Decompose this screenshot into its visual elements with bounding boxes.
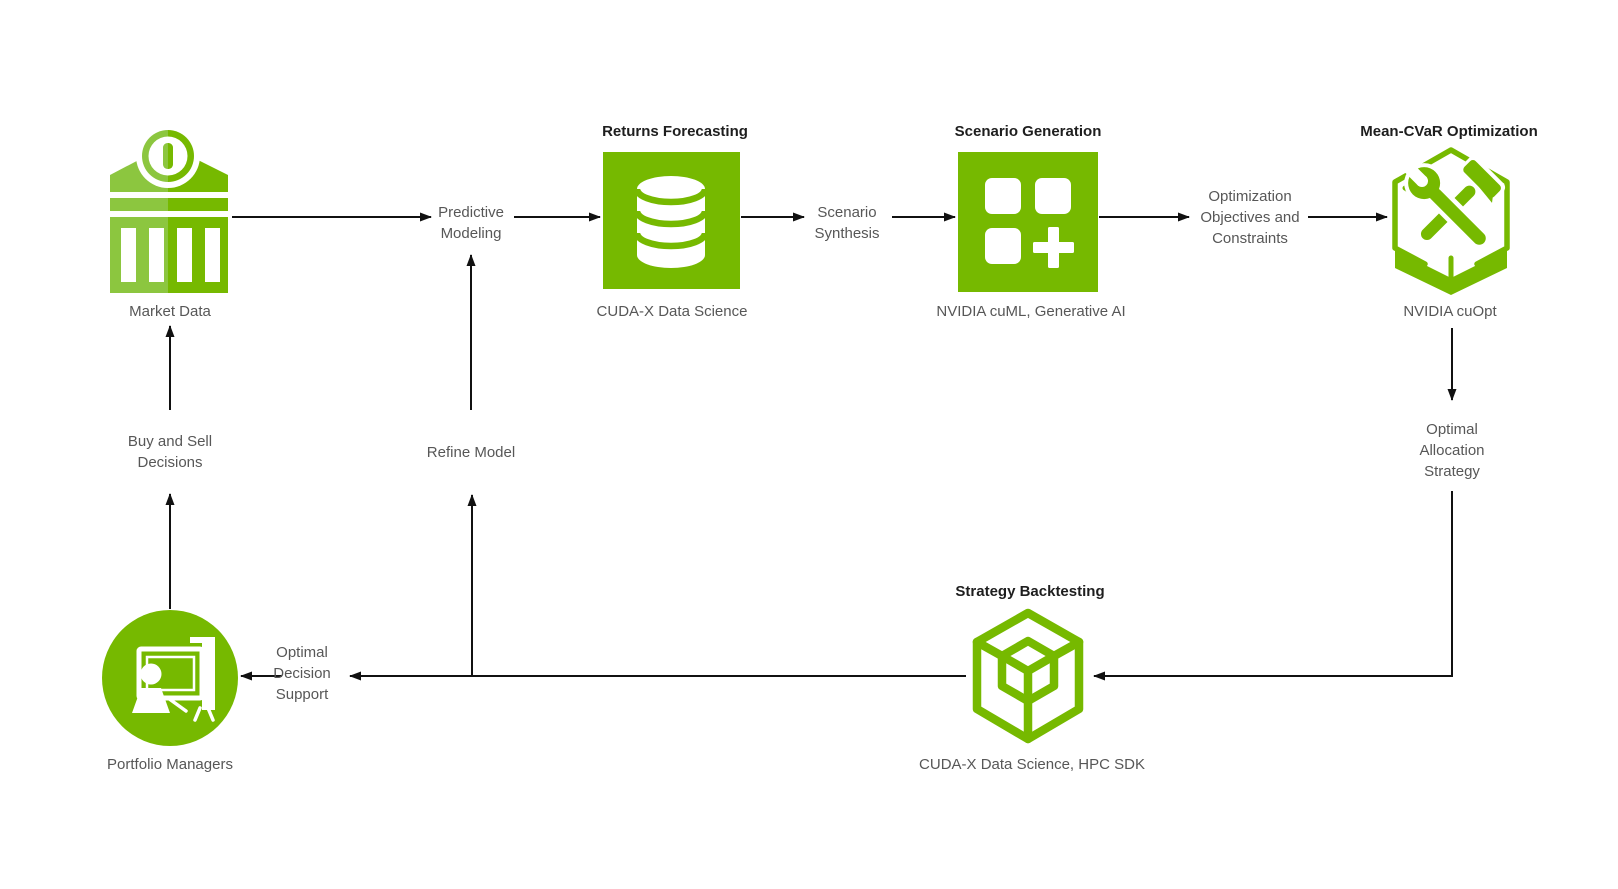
strategy-backtesting-subtitle: CUDA-X Data Science, HPC SDK <box>919 756 1145 773</box>
presenter-icon <box>102 610 238 746</box>
market-data-label: Market Data <box>129 303 211 320</box>
strategy-backtesting-title: Strategy Backtesting <box>955 583 1105 600</box>
refine-model-label: Refine Model <box>426 444 516 461</box>
database-icon <box>603 152 740 289</box>
wrench-hammer-hexagon-icon <box>1392 147 1510 295</box>
mean-cvar-subtitle: NVIDIA cuOpt <box>1403 303 1497 320</box>
portfolio-managers-label: Portfolio Managers <box>107 756 233 773</box>
bank-icon <box>110 128 228 293</box>
arrow-optimal-allocation-to-backtesting <box>1093 491 1453 681</box>
predictive-modeling-label: Predictive Modeling <box>438 204 504 242</box>
mean-cvar-title: Mean-CVaR Optimization <box>1360 123 1538 140</box>
scenario-generation-subtitle: NVIDIA cuML, Generative AI <box>936 303 1126 320</box>
buy-and-sell-decisions-label: Buy and Sell Decisions <box>127 433 213 471</box>
returns-forecasting-title: Returns Forecasting <box>602 123 748 140</box>
cube-icon <box>972 608 1084 744</box>
wrench-glyph <box>1400 159 1491 250</box>
optimal-allocation-strategy-label: Optimal Allocation Strategy <box>1419 421 1485 480</box>
optimization-objectives-label: Optimization Objectives and Constraints <box>1200 188 1300 247</box>
grid-plus-icon <box>958 152 1098 292</box>
returns-forecasting-subtitle: CUDA-X Data Science <box>596 303 748 320</box>
optimal-decision-support-label: Optimal Decision Support <box>273 644 331 703</box>
scenario-synthesis-label: Scenario Synthesis <box>814 204 880 242</box>
scenario-generation-title: Scenario Generation <box>954 123 1102 140</box>
